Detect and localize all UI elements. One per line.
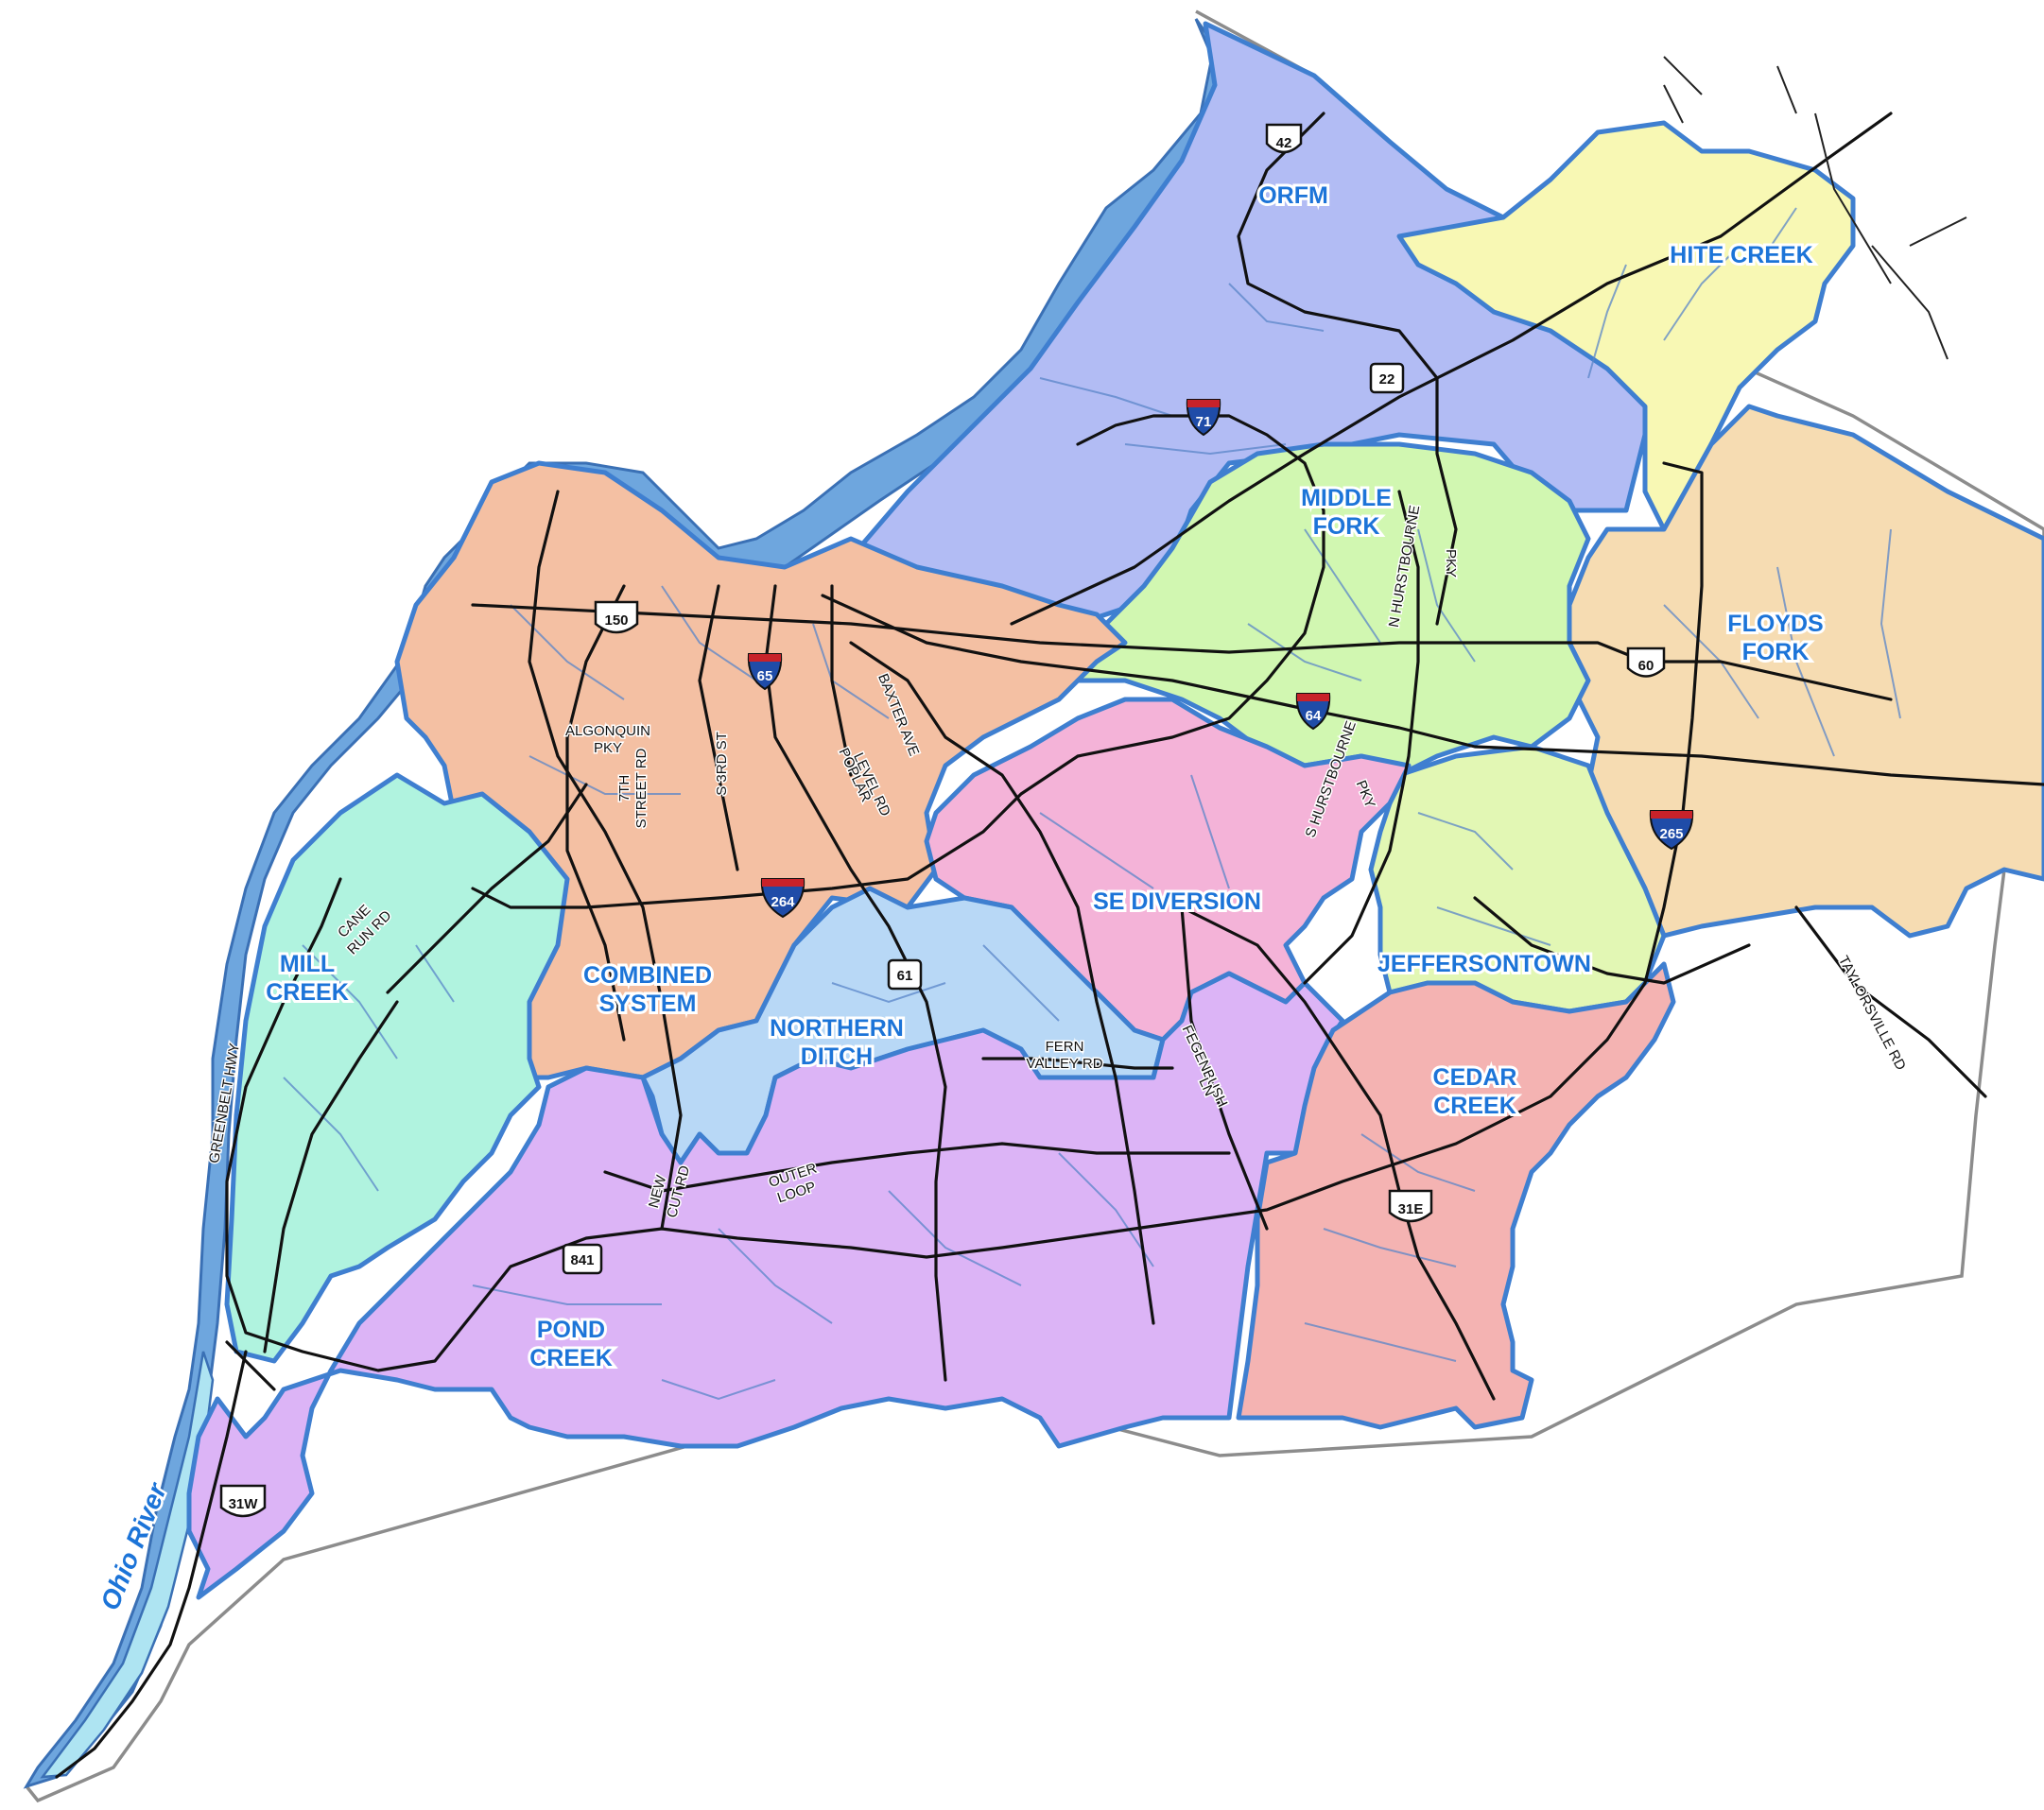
svg-text:31E: 31E — [1398, 1201, 1424, 1217]
label-pond-creek-1: POND — [537, 1317, 605, 1343]
label-hite-creek: HITE CREEK — [1670, 242, 1812, 268]
shield-us60-icon: 60 — [1626, 646, 1666, 678]
svg-text:60: 60 — [1638, 658, 1654, 674]
label-middle-fork-1: MIDDLE — [1301, 485, 1392, 511]
shield-i264-icon: 264 — [760, 878, 805, 919]
road-label-algonquin-2: PKY — [594, 740, 622, 756]
road-label-3rd: S 3RD ST — [714, 732, 730, 796]
label-floyds-fork-1: FLOYDS — [1727, 611, 1823, 637]
svg-text:150: 150 — [604, 612, 628, 629]
region-mill-creek — [224, 772, 570, 1364]
shield-us42-icon: 42 — [1265, 123, 1303, 154]
label-mill-creek-2: CREEK — [266, 979, 349, 1006]
subbasin-lines — [283, 207, 1901, 1401]
region-cedar-creek — [1236, 961, 1676, 1430]
label-mill-creek-1: MILL — [280, 951, 335, 977]
label-northern-ditch-1: NORTHERN — [770, 1015, 904, 1042]
label-cedar-creek-2: CREEK — [1433, 1093, 1516, 1119]
region-pond-creek — [186, 971, 1345, 1600]
svg-text:42: 42 — [1276, 135, 1292, 151]
shield-i64-icon: 64 — [1295, 693, 1331, 731]
shield-i71-icon: 71 — [1186, 399, 1221, 437]
shield-i265-icon: 265 — [1649, 810, 1694, 851]
road-network — [55, 56, 2044, 1779]
label-pond-creek-2: CREEK — [529, 1345, 613, 1371]
label-combined-system-1: COMBINED — [583, 962, 712, 989]
svg-text:71: 71 — [1196, 414, 1212, 430]
road-label-algonquin-1: ALGONQUIN — [565, 723, 650, 739]
label-orfm: ORFM — [1258, 182, 1328, 209]
label-middle-fork-2: FORK — [1313, 513, 1380, 540]
road-label-taylorsville: TAYLORSVILLE RD — [1835, 954, 1909, 1074]
svg-text:841: 841 — [570, 1252, 594, 1268]
svg-text:265: 265 — [1659, 826, 1683, 842]
label-combined-system-2: SYSTEM — [599, 991, 697, 1017]
svg-text:64: 64 — [1306, 708, 1322, 724]
road-label-7th-1: 7TH — [616, 775, 632, 802]
shield-ky61-icon: 61 — [887, 958, 923, 991]
svg-text:65: 65 — [757, 668, 773, 684]
shield-ky841-icon: 841 — [562, 1243, 603, 1275]
label-northern-ditch-2: DITCH — [801, 1043, 873, 1070]
label-cedar-creek-1: CEDAR — [1433, 1064, 1517, 1091]
label-jeffersontown: JEFFERSONTOWN — [1377, 951, 1591, 977]
svg-text:31W: 31W — [229, 1496, 259, 1512]
shield-us31e-icon: 31E — [1388, 1189, 1433, 1223]
shield-us31w-icon: 31W — [219, 1484, 267, 1518]
highway-shields: 42 71 22 150 65 60 — [219, 123, 1694, 1518]
label-floyds-fork-2: FORK — [1742, 639, 1810, 665]
svg-text:61: 61 — [897, 968, 913, 984]
label-se-diversion: SE DIVERSION — [1093, 888, 1261, 915]
svg-text:264: 264 — [771, 894, 795, 910]
shield-ky22-icon: 22 — [1369, 362, 1405, 394]
road-label-n-hurst-2: PKY — [1443, 549, 1459, 577]
road-label-fern-1: FERN — [1046, 1039, 1084, 1055]
region-hite-creek — [1396, 120, 1856, 532]
svg-text:22: 22 — [1379, 371, 1395, 388]
road-label-7th-2: STREET RD — [633, 748, 650, 828]
shield-i65-icon: 65 — [747, 653, 783, 691]
road-label-fern-2: VALLEY RD — [1026, 1056, 1102, 1072]
shield-us150-icon: 150 — [594, 600, 639, 634]
region-labels: ORFM HITE CREEK MIDDLE FORK FLOYDS FORK … — [263, 180, 1826, 1374]
